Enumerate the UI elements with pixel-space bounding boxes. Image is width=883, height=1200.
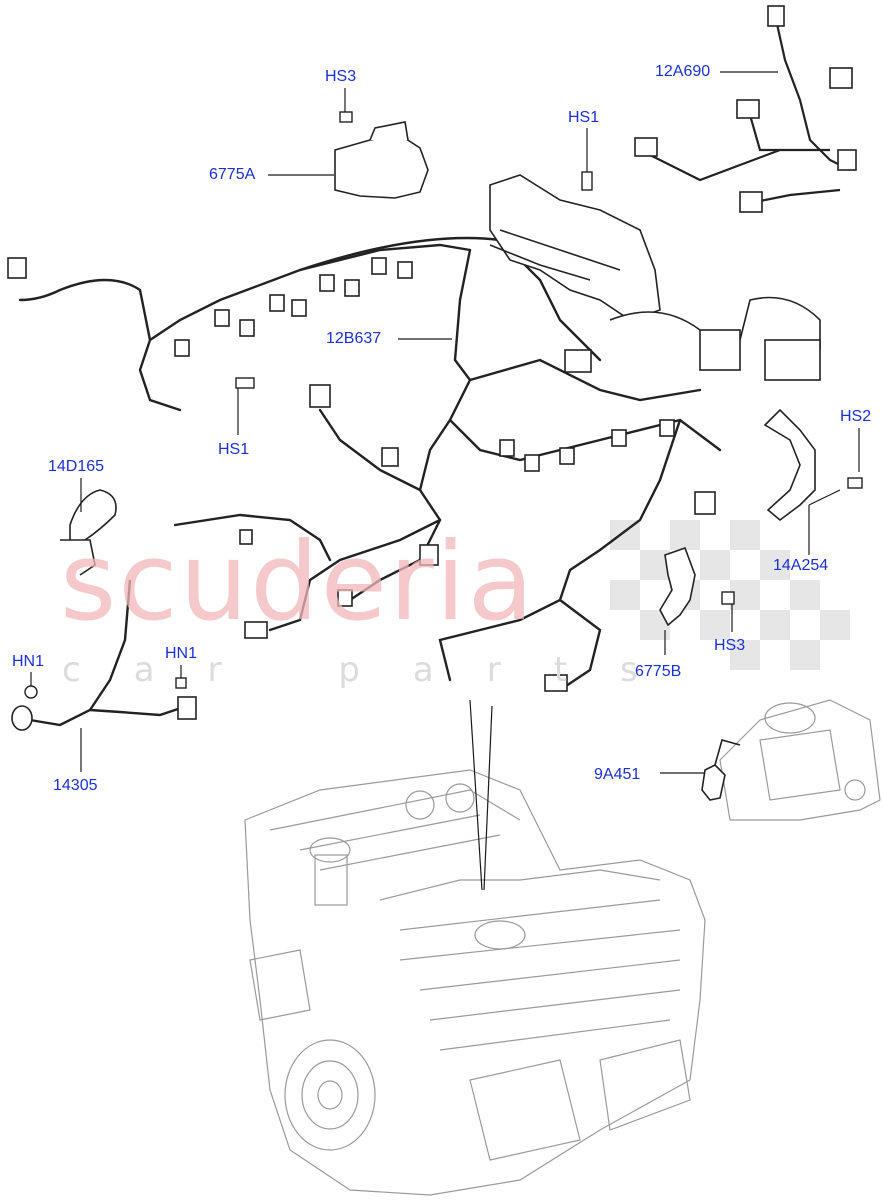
callout-12b637[interactable]: 12B637 [326,330,382,347]
bolt-hs1-left [235,377,255,389]
bracket-14a254 [763,408,816,522]
heat-shield-6775b [659,546,696,627]
callout-hs1-top[interactable]: HS1 [568,109,600,126]
leader-lines [30,71,860,891]
harness-connectors [7,257,716,692]
sensor-9a451 [701,739,741,801]
harness-carrier-bracket [489,174,821,381]
callout-6775b[interactable]: 6775B [635,663,682,680]
watermark-text: scuderia [60,520,536,645]
bolt-hs1-top [581,171,593,191]
bolt-hs3-right [721,591,735,605]
nut-hn1-left [24,685,38,699]
cable-14305 [11,579,197,731]
callout-14a254[interactable]: 14A254 [773,557,829,574]
callout-hs3-right[interactable]: HS3 [714,637,746,654]
engine-block [244,769,706,1196]
watermark-subtext: car parts [62,650,691,690]
bolt-hs2 [847,477,863,489]
bolt-hs3-top [339,111,353,123]
callout-hs1-left[interactable]: HS1 [218,441,250,458]
sensor-harness-12a690 [634,5,857,213]
callout-hs2[interactable]: HS2 [840,408,872,425]
heat-shield-6775a [334,121,429,199]
fasteners [24,111,863,699]
callout-hs3-top[interactable]: HS3 [325,68,357,85]
callout-9a451[interactable]: 9A451 [594,766,641,783]
callout-hn1-right[interactable]: HN1 [165,645,198,662]
callout-14305[interactable]: 14305 [53,777,98,794]
callout-14d165[interactable]: 14D165 [48,458,105,475]
callout-12a690[interactable]: 12A690 [655,63,711,80]
callout-hn1-left[interactable]: HN1 [12,653,45,670]
callout-6775a[interactable]: 6775A [209,166,256,183]
starter-motor [719,699,881,821]
